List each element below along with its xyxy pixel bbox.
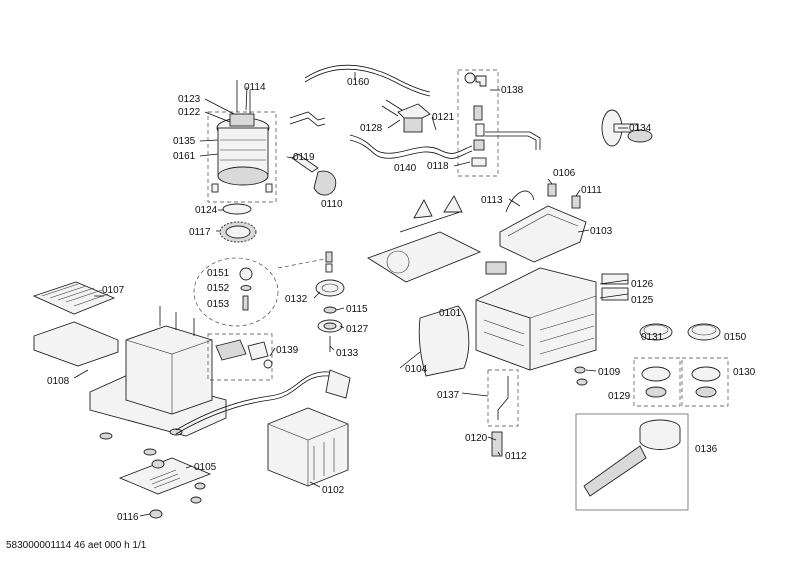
label-0131: 0131: [641, 332, 664, 343]
water-tank-0102: [267, 407, 349, 487]
label-0138: 0138: [501, 85, 524, 96]
label-0139: 0139: [276, 345, 299, 356]
label-0153: 0153: [207, 299, 230, 310]
label-0132: 0132: [285, 294, 308, 305]
ring-0131: [639, 323, 673, 341]
leader-lines: [73, 72, 629, 517]
label-0115: 0115: [346, 304, 368, 315]
label-0116: 0116: [117, 512, 139, 523]
portafilter-box-0136: [575, 413, 689, 511]
mounting-plate: [366, 195, 507, 283]
label-0124: 0124: [195, 205, 218, 216]
label-0108: 0108: [47, 376, 70, 387]
label-0137: 0137: [437, 390, 460, 401]
label-0113: 0113: [481, 195, 503, 206]
label-0120: 0120: [465, 433, 488, 444]
label-0114: 0114: [244, 82, 266, 93]
label-0135: 0135: [173, 136, 196, 147]
chassis-base: [89, 306, 227, 456]
heater-assembly: [207, 80, 277, 203]
filter-group-0129: [633, 357, 681, 407]
label-0150: 0150: [724, 332, 747, 343]
label-0111: 0111: [581, 185, 602, 196]
label-0121: 0121: [432, 112, 455, 123]
label-0106: 0106: [553, 168, 576, 179]
label-0110: 0110: [321, 199, 343, 210]
panel-0104: [418, 305, 470, 377]
group-0151: [193, 257, 279, 327]
filter-group-0130: [681, 357, 729, 407]
label-0126: 0126: [631, 279, 654, 290]
label-0152: 0152: [207, 283, 230, 294]
label-0140: 0140: [394, 163, 417, 174]
label-0107: 0107: [102, 285, 125, 296]
label-0123: 0123: [178, 94, 201, 105]
label-0103: 0103: [590, 226, 613, 237]
portafilter-0136: [583, 419, 681, 497]
label-0112: 0112: [505, 451, 527, 462]
label-0160: 0160: [347, 77, 370, 88]
label-0122: 0122: [178, 107, 201, 118]
label-0129: 0129: [608, 391, 631, 402]
power-cord: [175, 371, 331, 431]
connector-0125: [601, 287, 629, 301]
lid-0103: [499, 183, 587, 263]
pcb-0105: [118, 457, 212, 519]
label-0128: 0128: [360, 123, 383, 134]
label-0105: 0105: [194, 462, 217, 473]
label-0134: 0134: [629, 123, 652, 134]
hose-0140: [349, 134, 473, 154]
drip-tray-0108: [33, 321, 119, 367]
fitting-group-0138: [457, 69, 499, 177]
drip-grid-0107: [32, 281, 116, 315]
ring-0124: [222, 203, 252, 215]
label-0127: 0127: [346, 324, 369, 335]
pump-shaft-0110: [291, 153, 319, 173]
label-0151: 0151: [207, 268, 230, 279]
cable-0160: [304, 64, 431, 93]
part-labels: 0160 0138 0123 0114 0122 0128 0121 0134 …: [47, 77, 756, 523]
valve-0128: [381, 99, 431, 133]
housing-0101: [475, 267, 597, 371]
document-footer: 583000001114 46 aet 000 h 1/1: [6, 540, 147, 551]
label-0130: 0130: [733, 367, 756, 378]
label-0117: 0117: [189, 227, 211, 238]
label-0109: 0109: [598, 367, 621, 378]
label-0133: 0133: [336, 348, 359, 359]
label-0161: 0161: [173, 151, 196, 162]
group-0137: [487, 369, 519, 427]
label-0119: 0119: [293, 152, 315, 163]
label-0101: 0101: [439, 308, 462, 319]
valve-group-0139: [207, 333, 273, 381]
connector-0126: [601, 273, 629, 285]
valve-discs: [315, 251, 345, 352]
label-0136: 0136: [695, 444, 718, 455]
label-0118: 0118: [427, 161, 449, 172]
label-0102: 0102: [322, 485, 345, 496]
ring-0150: [687, 323, 721, 341]
label-0104: 0104: [405, 364, 428, 375]
label-0125: 0125: [631, 295, 654, 306]
